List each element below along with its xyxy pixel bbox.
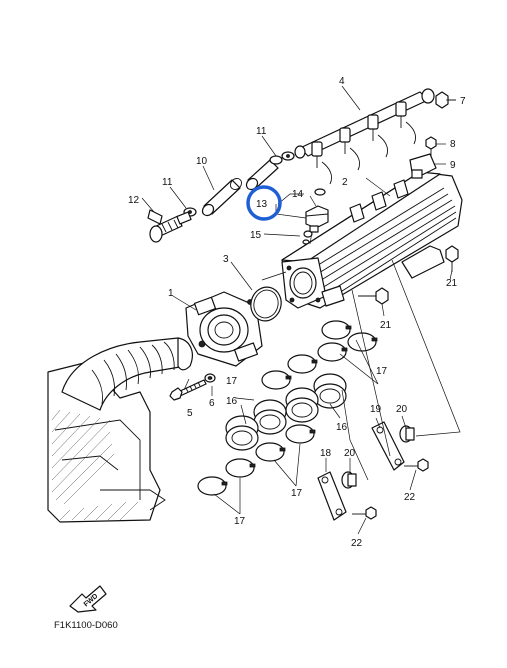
intake-joints: [225, 373, 347, 451]
callout-18: 18: [320, 448, 332, 459]
callout-17-mid: 17: [291, 488, 303, 499]
callout-4: 4: [339, 76, 345, 87]
callout-12: 12: [128, 195, 140, 206]
bracket-18: [317, 471, 347, 521]
highlight-circle: [246, 185, 282, 221]
callout-21-mid: 21: [380, 320, 392, 331]
callout-11-upper: 11: [256, 126, 267, 137]
callout-10: 10: [196, 156, 208, 167]
callout-17-bottom: 17: [234, 516, 246, 527]
callout-16-left: 16: [226, 396, 238, 407]
bolt-22-lower: [352, 506, 377, 520]
sensor-9: [409, 153, 437, 179]
clamp-11-upper: [269, 151, 295, 165]
callout-11-lower: 11: [162, 177, 173, 188]
hose-clamps: [197, 320, 378, 496]
callout-16-right: 16: [336, 422, 348, 433]
assembly-lines: [261, 195, 461, 481]
callout-13: 13: [256, 199, 268, 210]
callout-14: 14: [292, 189, 304, 200]
callout-17-left: 17: [226, 376, 238, 387]
grommet-20-upper: [399, 425, 415, 443]
callout-5: 5: [187, 408, 193, 419]
fitting-12: [147, 209, 192, 243]
callout-9: 9: [450, 160, 456, 171]
callout-20-upper: 20: [396, 404, 408, 415]
bolt-21-upper: [445, 245, 459, 272]
o-ring-15: [303, 230, 313, 238]
callout-7: 7: [460, 96, 466, 107]
callout-numbers: 1 2 3 4 5 6 7 8 9 10 11 11 12 13 14 15 1…: [128, 76, 466, 549]
callout-20-lower: 20: [344, 448, 356, 459]
air-duct: [61, 337, 193, 411]
regulator-13: [305, 205, 329, 233]
fwd-arrow: FWD: [69, 585, 107, 613]
bolt-22-upper: [404, 458, 429, 472]
diagram-code: F1K1100-D060: [54, 620, 118, 631]
throttle-body: [185, 291, 263, 367]
callout-19: 19: [370, 404, 382, 415]
callout-22-right: 22: [404, 492, 416, 503]
hose-10: [201, 178, 242, 217]
fuel-rail: [294, 88, 435, 185]
callout-22-bottom: 22: [351, 538, 363, 549]
callout-17-right: 17: [376, 366, 388, 377]
callout-15: 15: [250, 230, 262, 241]
callout-2: 2: [342, 177, 348, 188]
callout-8: 8: [450, 139, 456, 150]
grommet-20-lower: [341, 471, 357, 489]
o-ring: [250, 286, 282, 322]
callout-1: 1: [168, 288, 174, 299]
intake-manifold: [281, 171, 463, 309]
bolt-21-lower: [358, 287, 389, 305]
callout-21-right: 21: [446, 278, 458, 289]
hose-upper: [245, 159, 279, 191]
o-ring-14: [314, 188, 326, 196]
washer-6: [204, 373, 216, 383]
callout-3: 3: [223, 254, 229, 265]
callout-6: 6: [209, 398, 215, 409]
crankcase-block: [47, 361, 166, 523]
bolt-5: [169, 379, 207, 401]
